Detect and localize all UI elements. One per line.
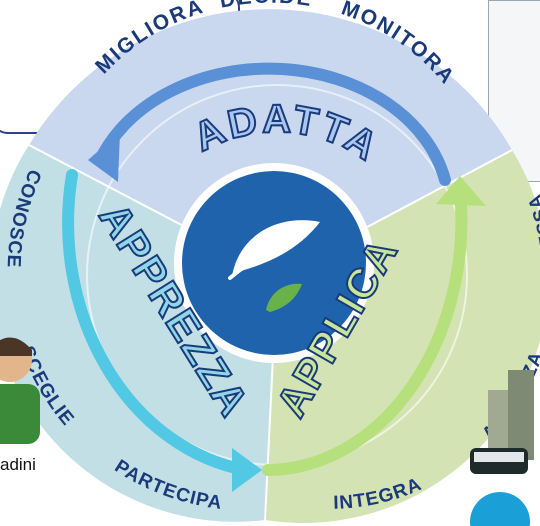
- applica-arrow: [262, 184, 468, 476]
- center-disc: [182, 171, 366, 355]
- apprezza-arrowhead: [232, 448, 262, 492]
- apprezza-arrow: [62, 169, 251, 476]
- person-avatar: [0, 337, 40, 444]
- caption-text: adini: [0, 455, 36, 474]
- leaf-icon: [228, 220, 320, 312]
- applica-sector: [265, 150, 540, 523]
- applica-arrowhead: [436, 176, 486, 206]
- adatta-arrow: [94, 62, 451, 186]
- city-buildings-icon: [470, 370, 534, 526]
- adatta-arrowhead: [88, 132, 120, 182]
- adatta-sector: [29, 9, 512, 276]
